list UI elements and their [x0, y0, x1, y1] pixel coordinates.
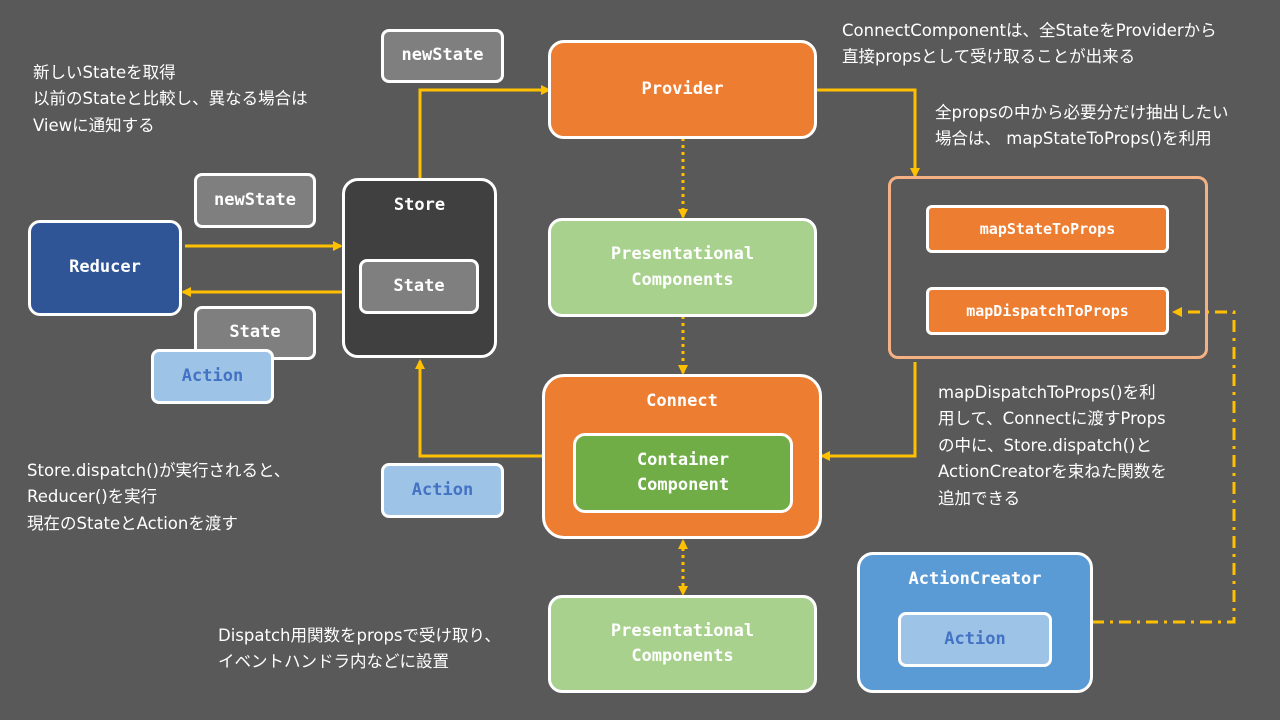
presentational-note: Dispatch用関数をpropsで受け取り、 イベントハンドラ内などに設置 — [218, 626, 501, 672]
connect-title: Connect — [646, 391, 718, 411]
arrow-actioncreator-to-mapdispatch — [1092, 307, 1236, 624]
provider-note: ConnectComponentは、全StateをProviderから 直接pr… — [842, 21, 1217, 67]
presentational-components-bottom: Presentational Components — [548, 595, 817, 693]
presentational-components-top: Presentational Components — [548, 218, 817, 317]
dispatch-note: Store.dispatch()が実行されると、 Reducer()を実行 現在… — [27, 461, 291, 533]
action-badge-left: Action — [151, 349, 274, 404]
arrow-connect-to-store — [415, 359, 545, 458]
reducer-node: Reducer — [28, 220, 182, 316]
store-state-badge: State — [359, 259, 479, 314]
provider-node: Provider — [548, 40, 817, 139]
container-component-node: Container Component — [573, 433, 793, 513]
arrow-provider-to-panel — [815, 88, 920, 178]
new-state-badge-left: newState — [194, 173, 316, 228]
arrow-panel-to-connect — [820, 362, 917, 461]
arrow-store-to-provider — [418, 85, 551, 178]
map-state-to-props-node: mapStateToProps — [926, 205, 1169, 253]
map-state-note: 全propsの中から必要分だけ抽出したい 場合は、 mapStateToProp… — [935, 103, 1229, 149]
action-creator-action-badge: Action — [898, 612, 1052, 667]
action-creator-title: ActionCreator — [908, 569, 1042, 589]
action-badge-mid: Action — [381, 463, 504, 518]
store-title: Store — [393, 195, 446, 215]
map-props-panel — [888, 176, 1208, 359]
store-note: 新しいStateを取得 以前のStateと比較し、異なる場合は Viewに通知す… — [33, 63, 308, 135]
map-dispatch-note: mapDispatchToProps()を利 用して、Connectに渡すPro… — [938, 383, 1167, 508]
map-dispatch-to-props-node: mapDispatchToProps — [926, 287, 1169, 335]
new-state-badge-top: newState — [381, 29, 504, 83]
